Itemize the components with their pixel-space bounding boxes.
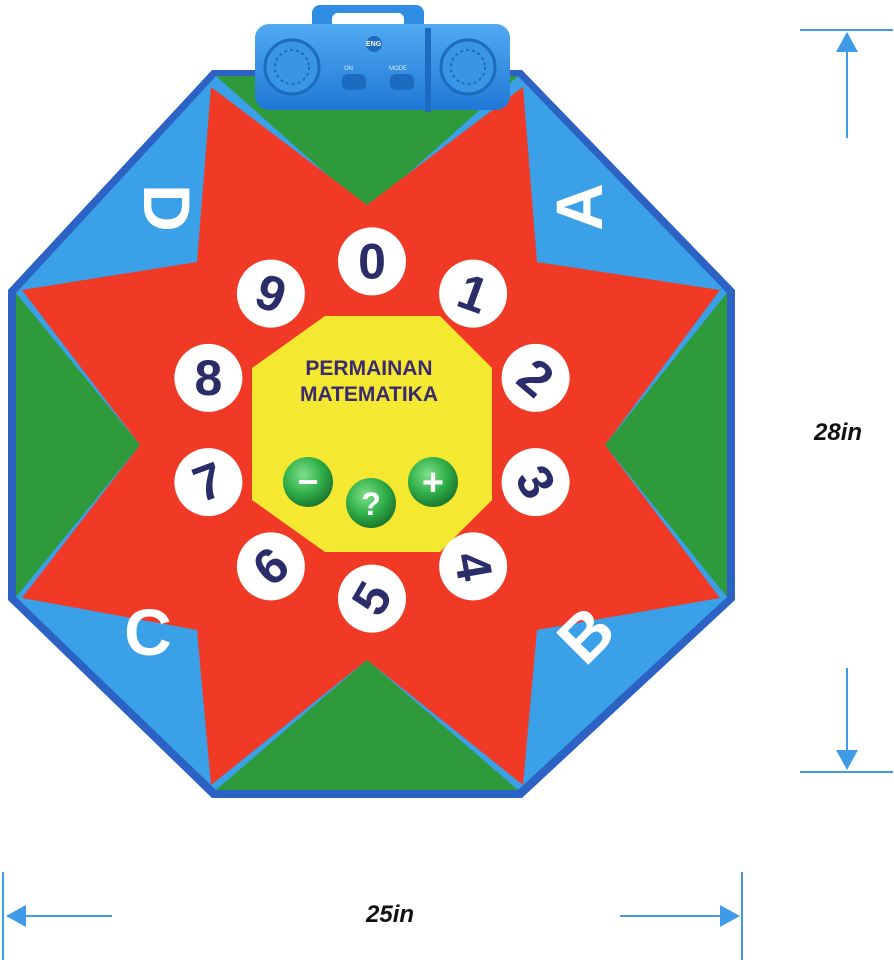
left-speaker-icon bbox=[263, 38, 321, 96]
left-switch bbox=[342, 74, 366, 90]
number-disc-4 bbox=[439, 532, 508, 601]
left-switch-label: ON bbox=[344, 66, 353, 72]
language-button bbox=[366, 36, 382, 52]
number-disc-6 bbox=[236, 532, 305, 601]
right-speaker-icon bbox=[439, 38, 497, 96]
green-region-bottom bbox=[216, 660, 518, 790]
letter-c: C bbox=[124, 595, 172, 669]
mat-connector bbox=[425, 28, 431, 112]
height-arrow-up-icon bbox=[836, 32, 858, 52]
right-switch-label: MODE bbox=[389, 66, 407, 72]
number-disc-9 bbox=[236, 259, 305, 328]
center-title: PERMAINAN MATEMATIKA bbox=[300, 357, 438, 406]
title-line-2: MATEMATIKA bbox=[300, 383, 438, 406]
control-unit: ENG ON MODE bbox=[255, 5, 510, 112]
number-disc-7 bbox=[174, 448, 243, 517]
height-dimension-label: 28in bbox=[814, 419, 863, 446]
number-disc-3 bbox=[501, 448, 570, 517]
number-label-8: 8 bbox=[194, 350, 222, 406]
minus-symbol: − bbox=[297, 461, 318, 502]
letter-a: A bbox=[542, 183, 616, 231]
dimension-width bbox=[2, 872, 743, 960]
left-speaker-grille bbox=[274, 49, 310, 85]
plus-ball bbox=[408, 457, 458, 507]
letter-d: D bbox=[130, 184, 204, 232]
number-disc-2 bbox=[501, 343, 570, 412]
number-disc-0 bbox=[338, 227, 406, 296]
minus-ball bbox=[283, 457, 333, 507]
number-disc-1 bbox=[439, 259, 508, 328]
question-symbol: ? bbox=[361, 486, 381, 522]
number-disc-8 bbox=[174, 343, 243, 412]
width-dimension-label: 25in bbox=[366, 901, 415, 928]
right-speaker-grille bbox=[450, 49, 486, 85]
title-line-1: PERMAINAN bbox=[305, 357, 432, 380]
number-disc-5 bbox=[338, 564, 406, 633]
operator-buttons: − ? + bbox=[283, 457, 458, 528]
question-ball bbox=[346, 478, 396, 528]
width-arrow-right-icon bbox=[720, 905, 740, 927]
dimension-height bbox=[800, 29, 893, 773]
play-mat bbox=[8, 70, 735, 798]
height-arrow-down-icon bbox=[836, 750, 858, 770]
control-body bbox=[255, 24, 510, 110]
language-label: ENG bbox=[366, 41, 382, 48]
right-switch bbox=[390, 74, 414, 90]
plus-symbol: + bbox=[422, 462, 444, 504]
width-arrow-left-icon bbox=[6, 905, 26, 927]
green-region-left bbox=[16, 293, 140, 597]
green-region-right bbox=[605, 293, 727, 597]
number-label-0: 0 bbox=[358, 233, 386, 289]
